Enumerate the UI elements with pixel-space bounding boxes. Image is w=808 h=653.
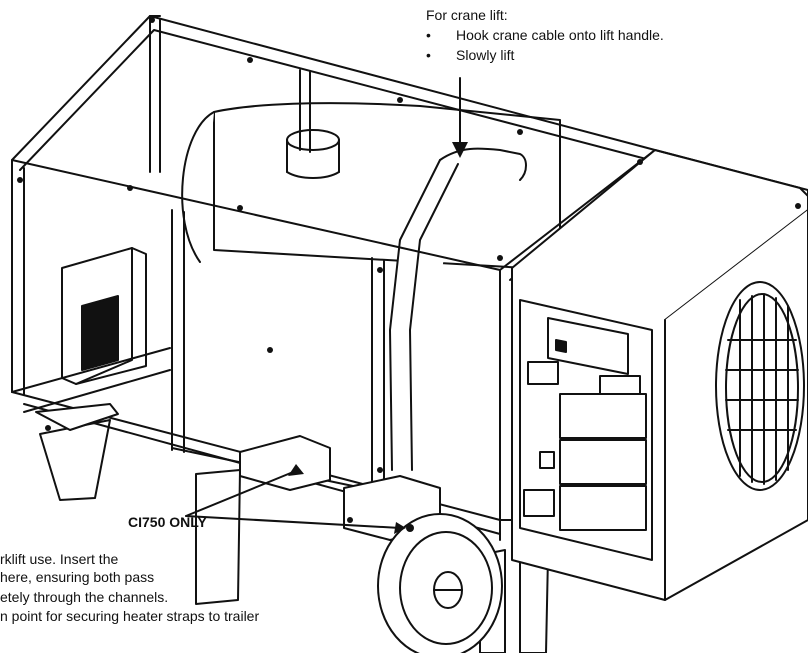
lift-handle xyxy=(389,147,527,471)
ci750-note-line: n point for securing heater straps to tr… xyxy=(0,608,260,624)
crane-step-text: Hook crane cable onto lift handle. xyxy=(456,27,664,43)
crane-step-2: • Slowly lift xyxy=(426,46,786,64)
bolt-dots xyxy=(17,17,801,532)
ci750-only-label: CI750 ONLY xyxy=(128,514,207,530)
ci750-note-line: here, ensuring both pass xyxy=(0,569,155,585)
crane-lift-title: For crane lift: xyxy=(426,7,508,23)
leader-lines xyxy=(185,77,461,529)
crane-step-text: Slowly lift xyxy=(456,47,515,63)
crane-step-1: • Hook crane cable onto lift handle. xyxy=(426,26,786,44)
fan-box xyxy=(61,247,147,385)
ci750-note-line: etely through the channels. xyxy=(0,589,169,605)
burner-drum xyxy=(181,102,561,271)
ci750-note-line: rklift use. Insert the xyxy=(0,551,119,567)
bullet-marker: • xyxy=(426,47,431,63)
wheel xyxy=(377,513,503,653)
bullet-marker: • xyxy=(426,27,431,43)
control-cabinet xyxy=(511,149,808,601)
arrow-heads xyxy=(288,142,468,534)
outlet-grille xyxy=(715,281,805,491)
